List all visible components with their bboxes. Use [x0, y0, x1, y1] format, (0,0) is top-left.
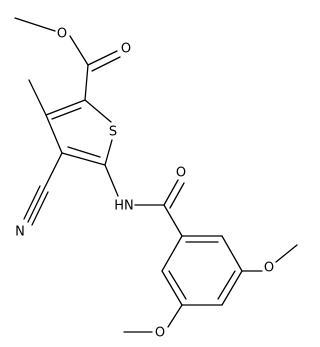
bond-o-right-methyl	[275, 244, 298, 263]
bonds	[14, 17, 298, 333]
bond-ring-6	[161, 235, 183, 272]
bond-c4-nitrile-c	[43, 152, 63, 190]
bond-c3-c4	[45, 114, 63, 154]
bond-amide-double-1	[163, 179, 179, 206]
amide-oxygen-label: O	[176, 166, 186, 181]
bond-carbonyl-c2	[84, 64, 89, 101]
bond-carbonyl-double-2	[91, 56, 121, 72]
thiophene-sulfur-label: S	[109, 125, 117, 140]
bond-ring-3	[221, 270, 243, 306]
bond-c5-nh	[104, 164, 119, 197]
bond-amide-c-ring	[163, 204, 183, 237]
bond-c2-s	[84, 99, 112, 123]
bond-ring-o-bottom	[167, 304, 183, 328]
molecule-structure: O O S N HN O O O	[14, 17, 298, 341]
nitrile-nitrogen-label: N	[15, 225, 25, 240]
bond-methyl-ester-o	[14, 17, 56, 32]
bond-c4-c5-inner	[67, 146, 101, 158]
bond-ring-5-inner	[168, 270, 187, 300]
bond-c3-methyl	[28, 79, 47, 116]
bond-carbonyl-double-1	[87, 50, 118, 66]
bond-ring-5	[161, 270, 183, 306]
ester-carbonyl-o-label: O	[121, 42, 131, 57]
methoxy-right-o-label: O	[264, 261, 274, 276]
bond-triple-3	[31, 191, 49, 226]
bond-ring-2	[221, 235, 243, 272]
bond-ring-3-inner	[217, 270, 236, 300]
atom-labels: O O S N HN O O O	[15, 27, 274, 341]
bond-triple-1	[27, 188, 45, 223]
amide-nh-label: HN	[114, 199, 134, 214]
ester-methoxy-o-label: O	[57, 27, 67, 42]
bond-c2-c3	[45, 99, 86, 116]
bond-triple-2	[23, 185, 41, 220]
methoxy-bottom-o-label: O	[155, 326, 165, 341]
bond-c4-c5	[61, 152, 106, 166]
bond-ester-o-carbonyl	[69, 35, 89, 66]
bond-s-c5	[104, 139, 113, 166]
bond-amide-double-2	[169, 182, 185, 209]
bond-c2-c3-inner	[51, 107, 82, 120]
